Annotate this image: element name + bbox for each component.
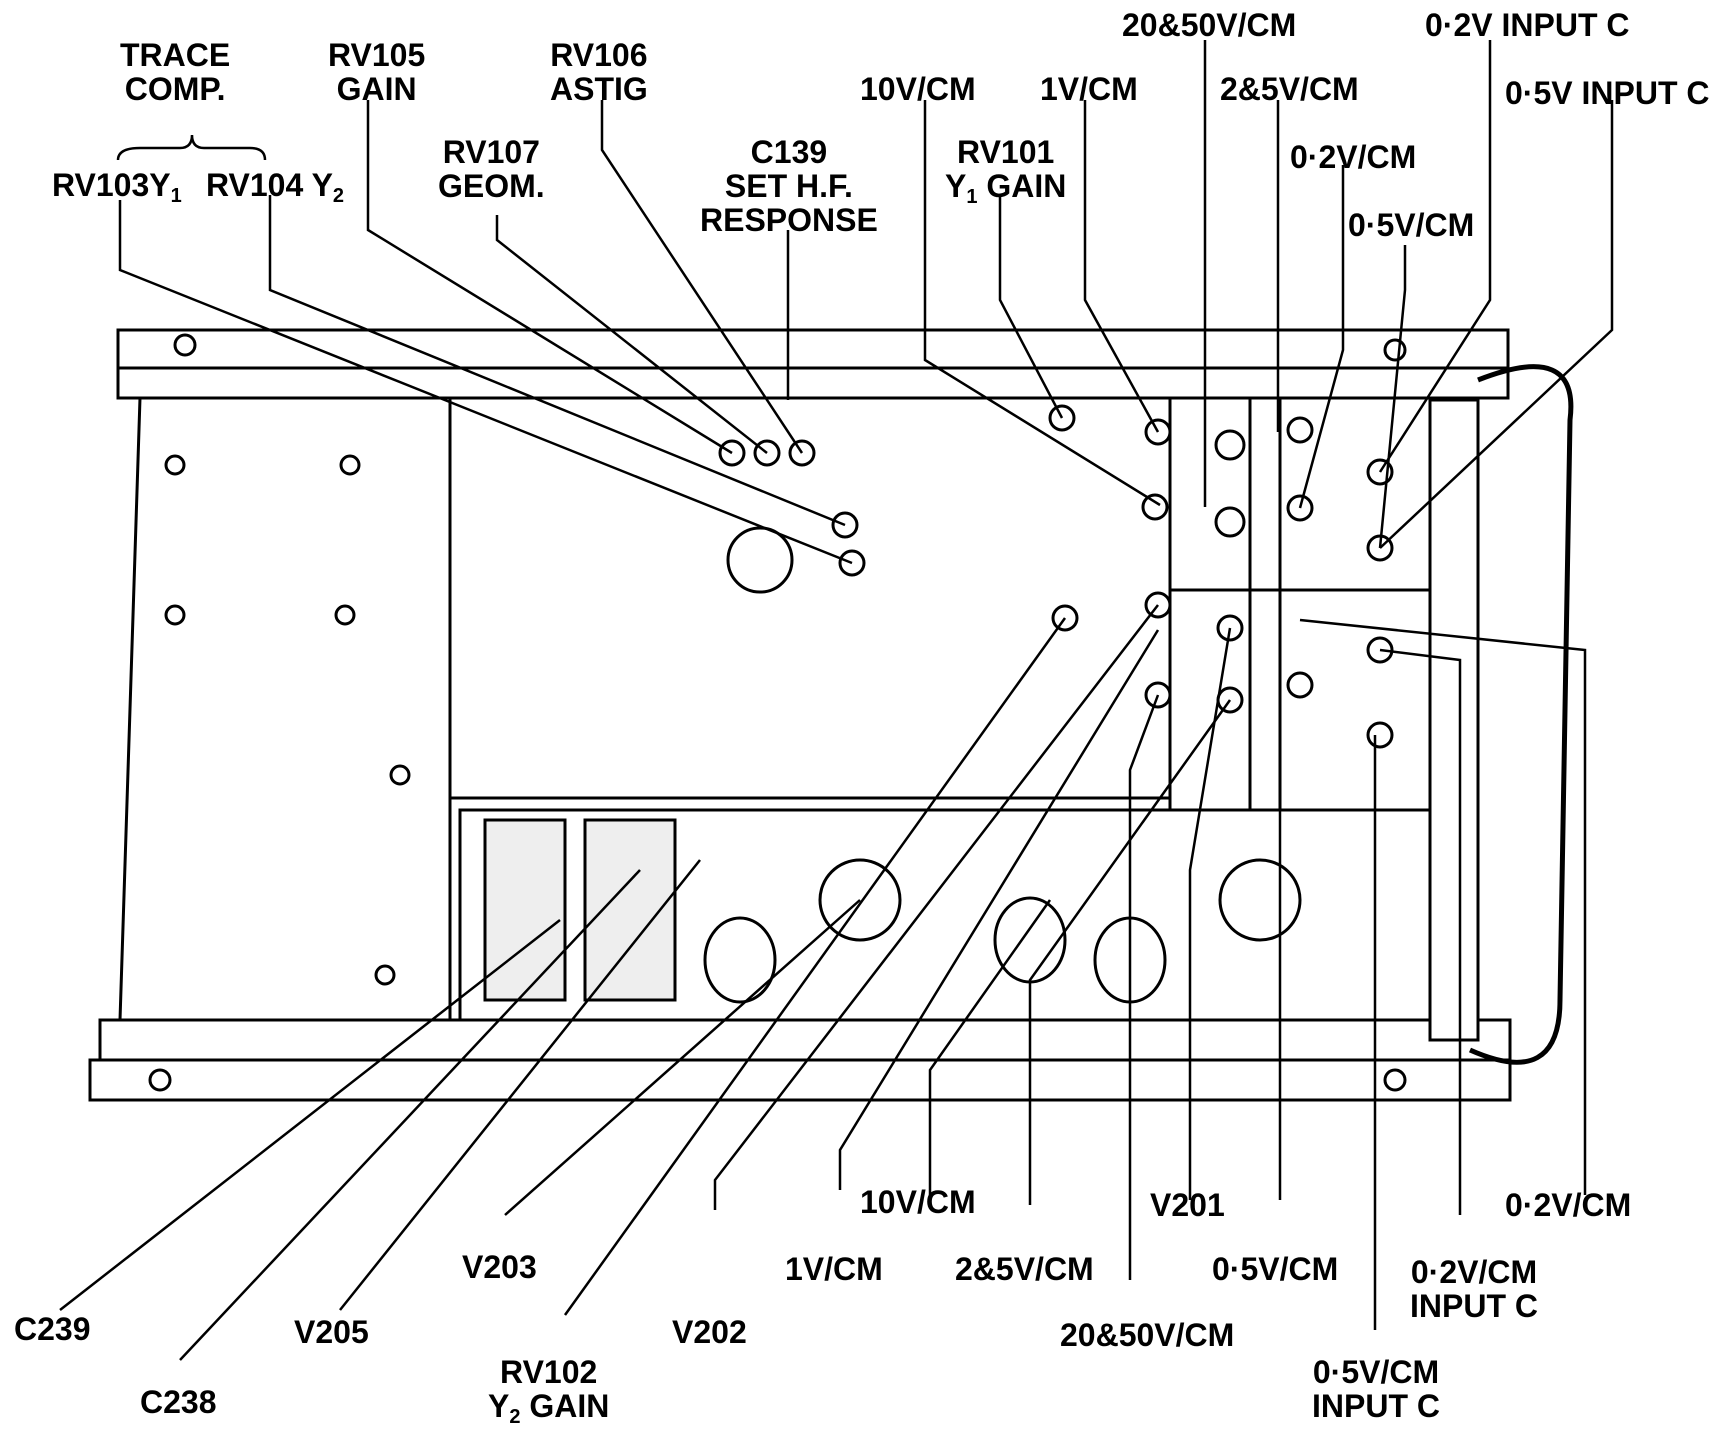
handle — [1468, 364, 1574, 1065]
rv102-pot — [1051, 604, 1079, 632]
top-rail-lip — [116, 366, 1510, 400]
label-10v-cm: 10V/CM — [860, 1184, 976, 1220]
label-c239: C239 — [14, 1311, 91, 1347]
label-20-50v-cm-top: 20&50V/CM — [1122, 7, 1297, 43]
label-v201: V201 — [1150, 1187, 1225, 1223]
label-trace-comp: TRACE COMP. — [120, 38, 230, 106]
rv105-pot — [718, 439, 746, 467]
front-panel — [1428, 398, 1480, 1042]
label-0-5v-input-top: 0·5V INPUT C — [1505, 75, 1710, 111]
label-0-5v-cm-top: 0·5V/CM — [1348, 207, 1475, 243]
main-circuit-board — [448, 396, 1172, 800]
label-0-5v-cm-input: 0·5V/CM INPUT C — [1312, 1354, 1440, 1424]
label-2-5v-cm: 2&5V/CM — [955, 1251, 1094, 1287]
label-1v-cm-top: 1V/CM — [1040, 71, 1138, 107]
bottom-rail — [98, 1018, 1512, 1062]
label-1v-cm: 1V/CM — [785, 1251, 883, 1287]
bottom-rail-lip — [88, 1058, 1512, 1102]
label-0-2v-cm-top: 0·2V/CM — [1290, 139, 1417, 175]
label-rv104: RV104 Y2 — [206, 167, 345, 207]
crt-socket — [726, 526, 794, 594]
label-rv102: RV102 Y2 GAIN — [488, 1354, 610, 1428]
label-2-5v-cm-top: 2&5V/CM — [1220, 71, 1359, 107]
label-v205: V205 — [294, 1314, 369, 1350]
label-0-2v-cm: 0·2V/CM — [1505, 1187, 1632, 1223]
label-rv107: RV107 GEOM. — [438, 134, 545, 204]
label-rv105: RV105 GAIN — [328, 37, 426, 107]
label-0-5v-cm: 0·5V/CM — [1212, 1251, 1339, 1287]
capacitor-c239 — [483, 818, 567, 1002]
left-side-panel — [118, 396, 452, 1022]
label-c139: C139 SET H.F. RESPONSE — [700, 134, 878, 238]
rv106-pot — [788, 439, 816, 467]
label-10v-cm-top: 10V/CM — [860, 71, 976, 107]
label-trace-comp-line1: TRACE — [120, 37, 231, 73]
label-20-50v-cm: 20&50V/CM — [1060, 1317, 1235, 1353]
top-rail — [116, 328, 1510, 370]
valve-v205 — [703, 916, 777, 1004]
label-trace-comp-line2: COMP. — [124, 71, 226, 107]
label-v202: V202 — [672, 1314, 747, 1350]
label-c238: C238 — [140, 1384, 217, 1420]
label-rv103: RV103Y1 — [52, 167, 182, 207]
rv103-pot — [838, 549, 866, 577]
rv101-pot — [1048, 404, 1076, 432]
label-0-2v-input-top: 0·2V INPUT C — [1425, 7, 1630, 43]
label-0-2v-cm-input: 0·2V/CM INPUT C — [1410, 1254, 1538, 1324]
label-rv101: RV101 Y1 GAIN — [945, 134, 1067, 208]
rv107-pot — [753, 439, 781, 467]
valve-v202 — [993, 896, 1067, 984]
label-v203: V203 — [462, 1249, 537, 1285]
valve-extra — [1218, 858, 1302, 942]
label-rv106: RV106 ASTIG — [550, 37, 648, 107]
rv104-pot — [831, 511, 859, 539]
